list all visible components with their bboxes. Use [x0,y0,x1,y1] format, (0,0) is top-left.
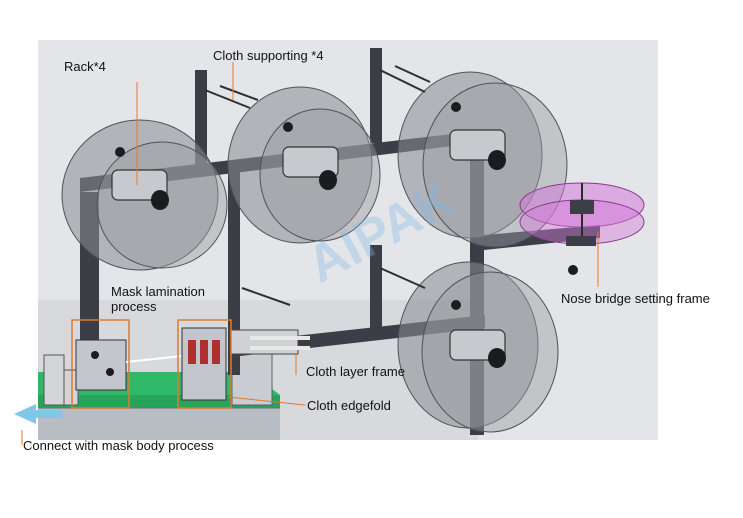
output-arrow [14,404,62,424]
lamination-highlight-box [71,319,130,409]
label-nose-bridge: Nose bridge setting frame [561,291,710,306]
nose-bridge-reel [519,182,645,275]
label-rack: Rack*4 [64,59,106,74]
label-cloth-layer: Cloth layer frame [306,364,405,379]
edgefold-module [181,327,227,401]
leader-lines [21,62,599,445]
cloth-layer-frame [229,329,310,355]
roll-hubs [111,102,506,368]
label-mask-lamination: Mask lamination process [111,284,205,314]
label-cloth-edgefold: Cloth edgefold [307,398,391,413]
cloth-supporting-brackets [204,65,431,306]
edgefold-highlight-box [177,319,232,409]
label-connect: Connect with mask body process [23,438,214,453]
label-cloth-supporting: Cloth supporting *4 [213,48,324,63]
leader-cloth-edgefold [227,396,306,406]
lamination-module [75,339,183,391]
